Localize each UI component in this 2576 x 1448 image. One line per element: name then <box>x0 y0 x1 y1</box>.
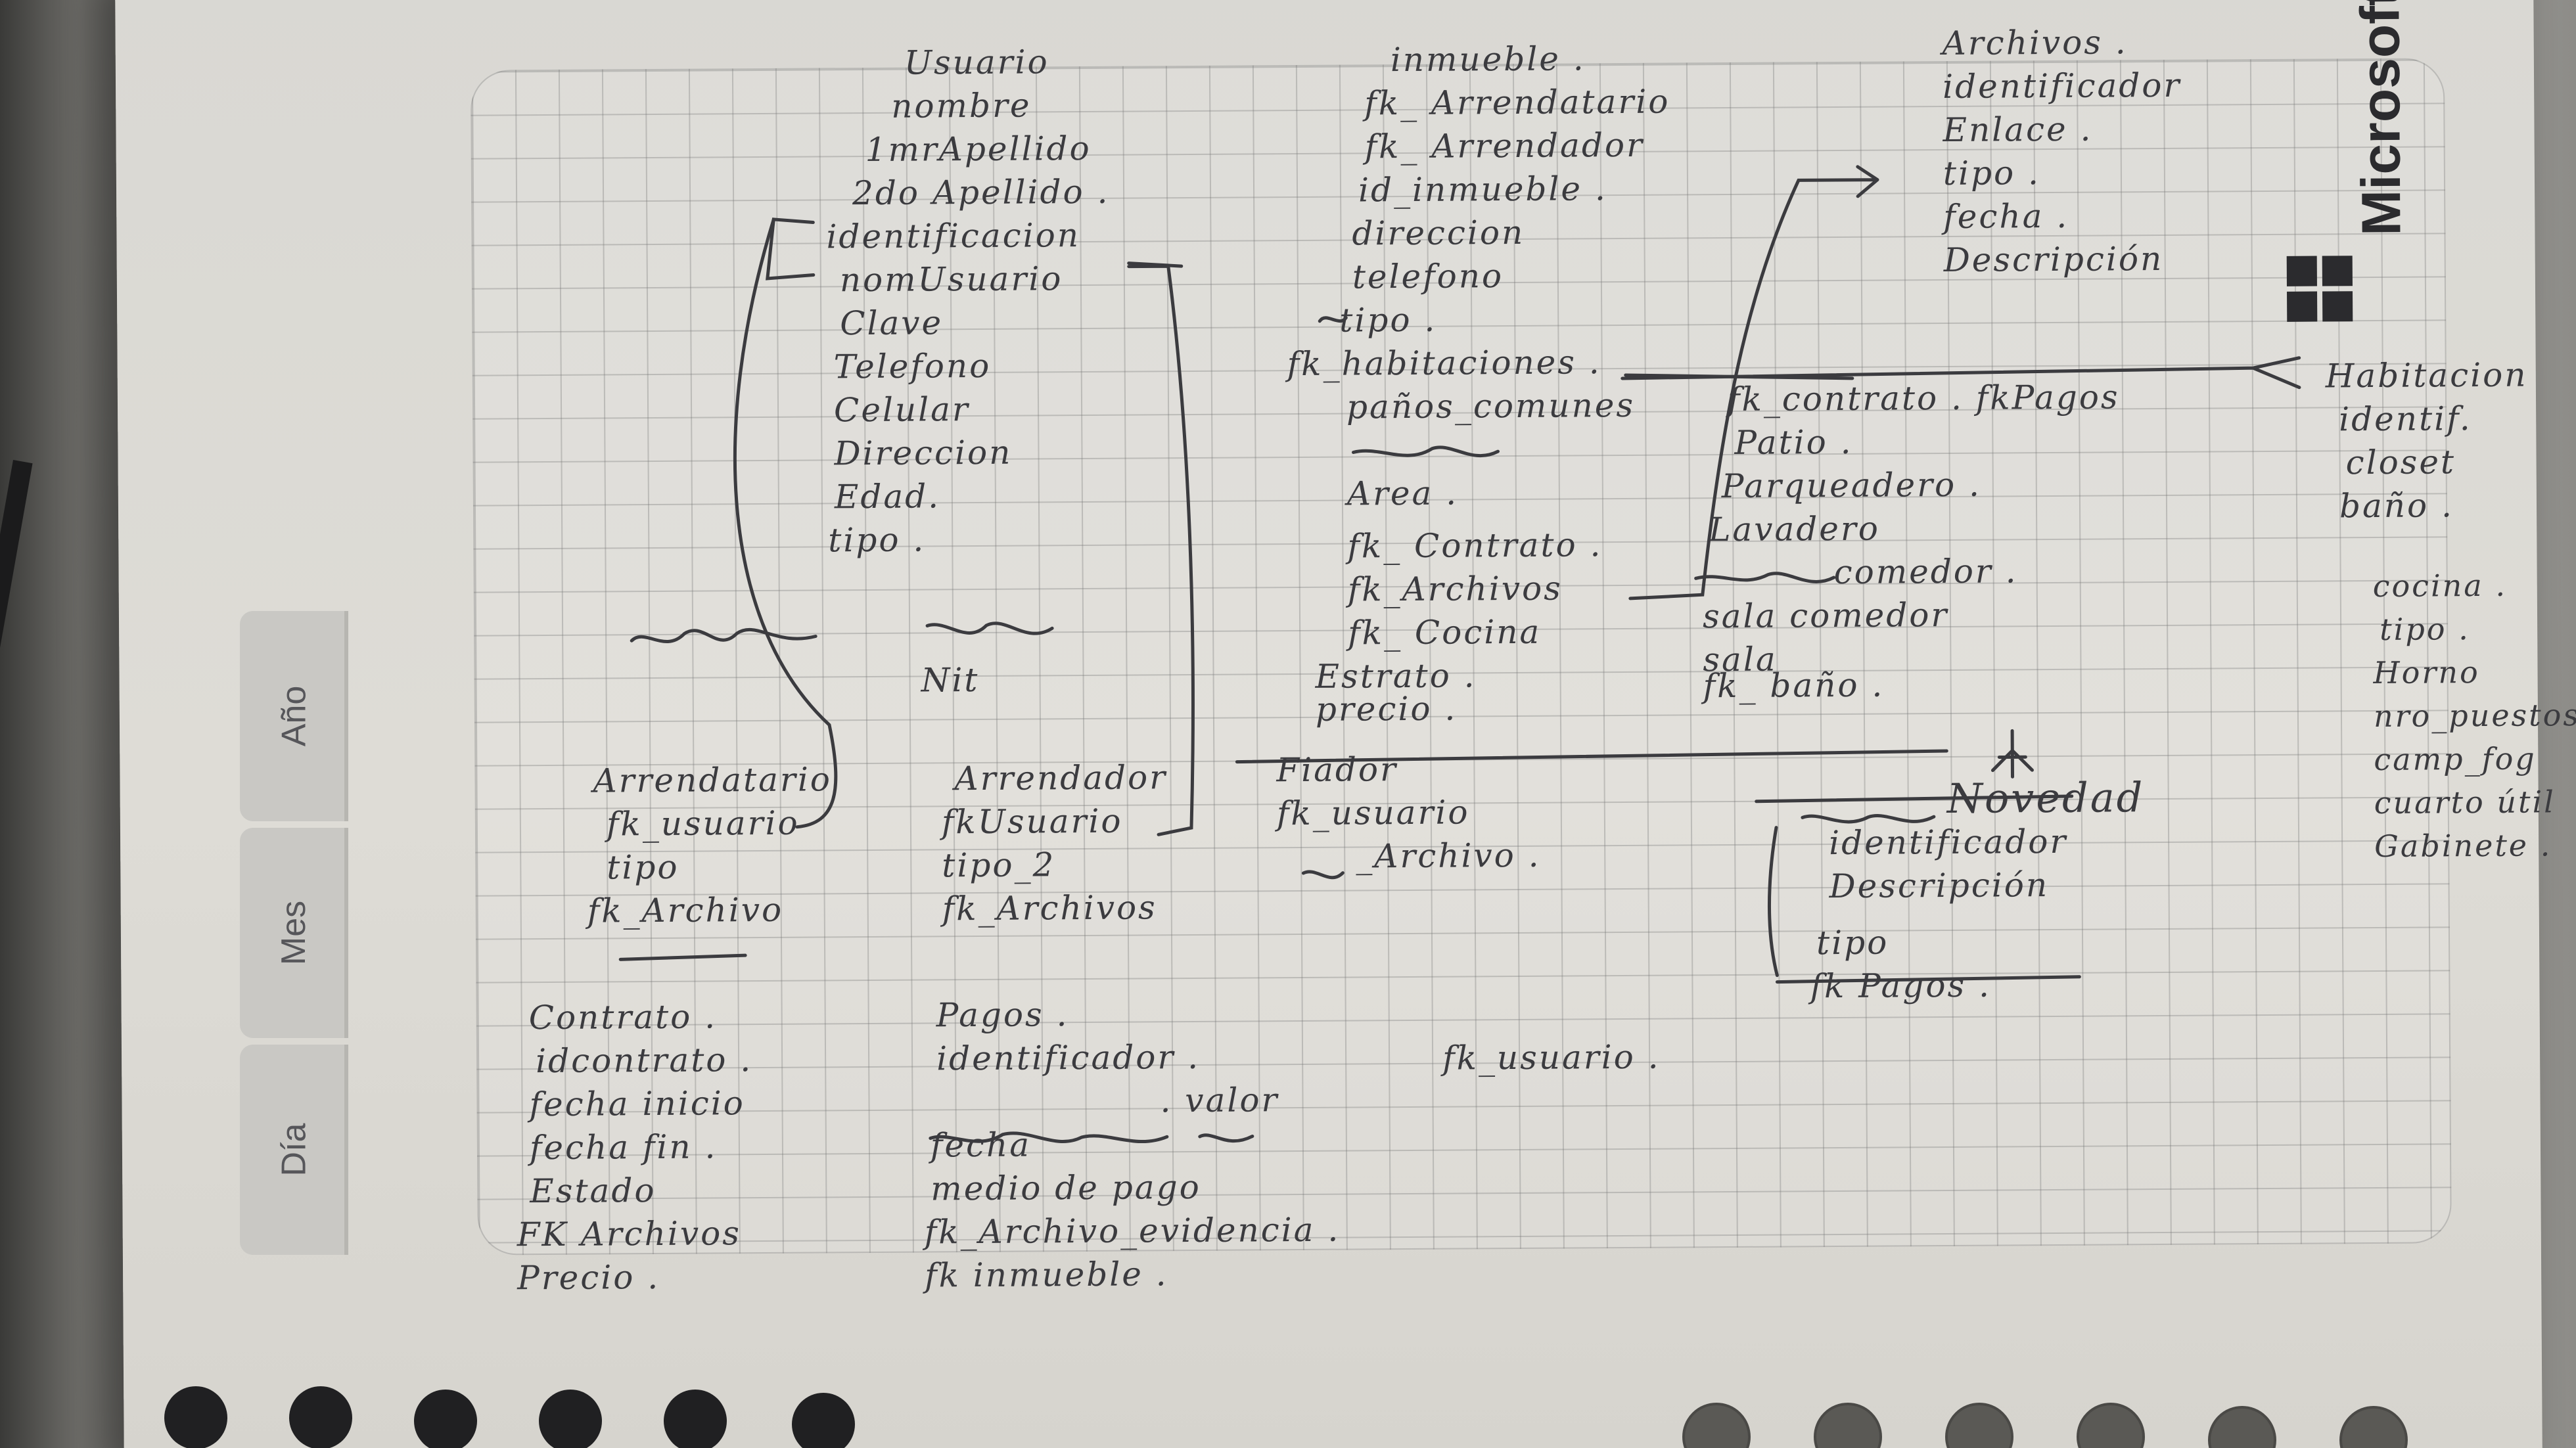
novedad-header-line <box>1755 794 2074 803</box>
tab-day-label: Día <box>275 1123 313 1177</box>
tab-month-label: Mes <box>275 900 313 966</box>
novedad-link <box>1990 729 2034 779</box>
novedad-divider <box>1775 975 2081 984</box>
binding-hole <box>664 1390 727 1448</box>
tab-year-label: Año <box>275 685 313 747</box>
tab-month[interactable]: Mes <box>240 828 348 1038</box>
scratch-6 <box>929 1131 1169 1143</box>
novedad-left-bracket <box>1767 826 1779 978</box>
scratch-4 <box>1694 572 1836 583</box>
fk-panos-divider <box>1624 373 1854 380</box>
scratch-8 <box>1301 870 1345 880</box>
tab-year[interactable]: Año <box>240 611 348 821</box>
usuario-arrendador-link <box>1127 264 1195 836</box>
connector-line <box>1127 261 1184 268</box>
binding-hole <box>792 1393 855 1448</box>
habitacion-link <box>1621 356 2301 390</box>
scratch-2 <box>925 622 1054 635</box>
side-tabs: Año Mes Día <box>240 611 352 1261</box>
binding-hole <box>164 1386 227 1448</box>
scratch-7 <box>1198 1133 1254 1143</box>
usuario-bracket-line <box>766 217 816 281</box>
notebook-edge <box>0 460 33 1305</box>
scratch-9 <box>1318 316 1348 323</box>
scratch-1 <box>630 627 817 643</box>
scratch-5 <box>1801 814 1936 824</box>
notebook-page: Usuario nombre 1mrApellido 2do Apellido … <box>115 0 2576 1448</box>
ink-strokes <box>618 165 2301 1143</box>
binding-hole <box>539 1390 602 1448</box>
inmueble-fiador-divider <box>1235 749 1948 764</box>
binding-hole <box>289 1386 352 1448</box>
usuario-arrendatario-link <box>733 217 838 829</box>
underline-fkarchivo <box>618 953 747 961</box>
archivos-link <box>1628 165 1879 600</box>
scratch-3 <box>1351 445 1500 458</box>
tab-day[interactable]: Día <box>240 1045 348 1255</box>
binding-hole <box>414 1390 477 1448</box>
